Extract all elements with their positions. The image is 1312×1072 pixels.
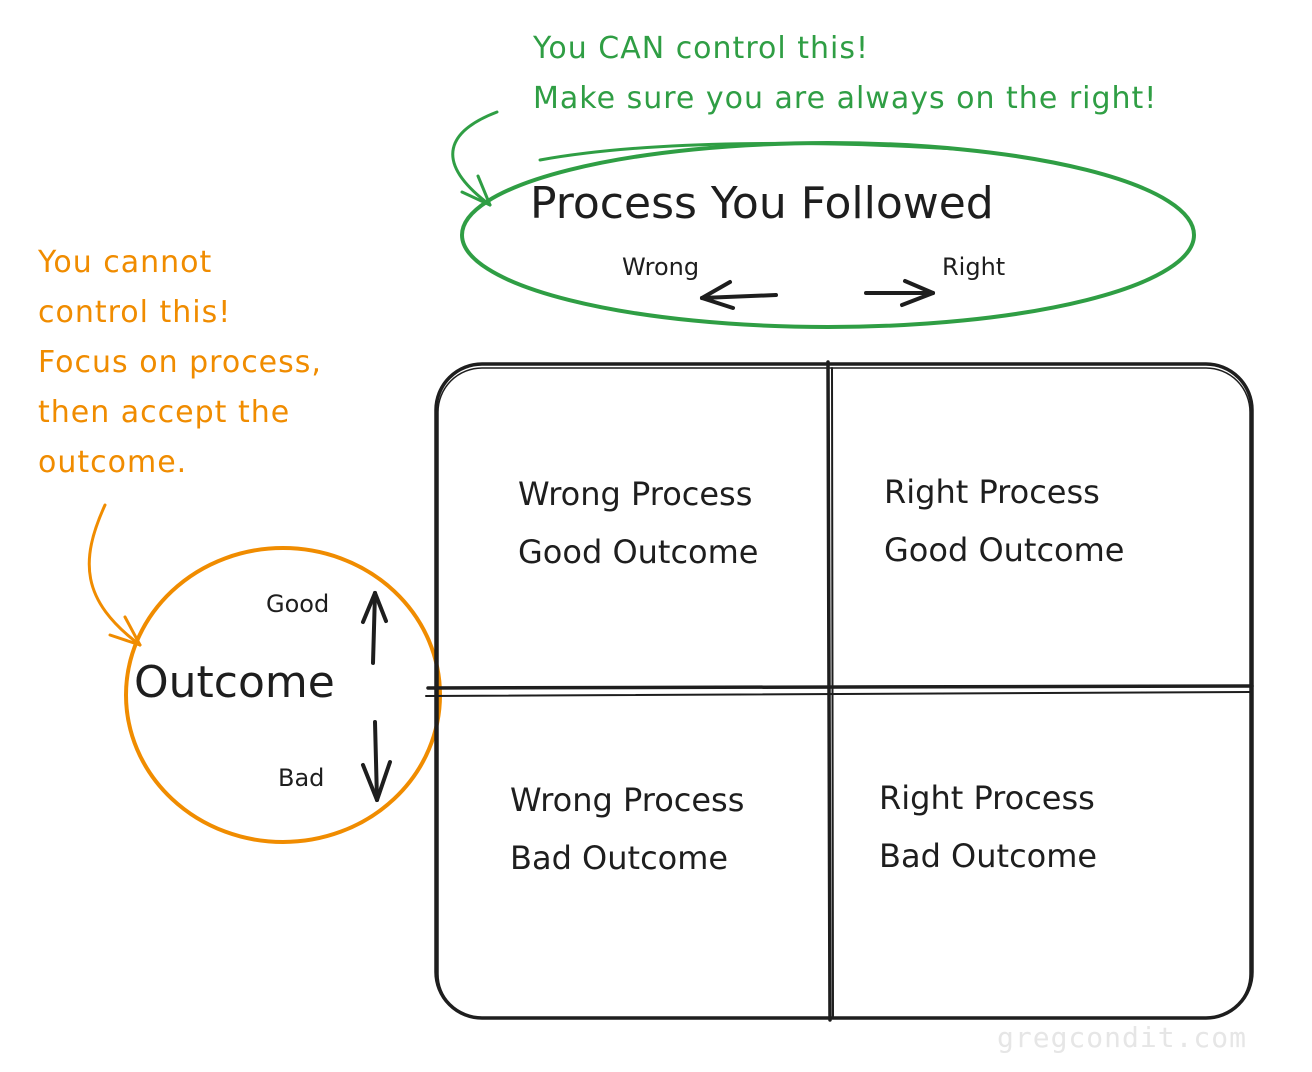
quadrant-line-1: Wrong Process — [510, 781, 745, 819]
quadrant-line-2: Bad Outcome — [510, 839, 729, 877]
quadrant-line-2: Good Outcome — [884, 531, 1125, 569]
arrow-right-icon — [864, 279, 935, 307]
process-title: Process You Followed — [530, 178, 994, 229]
green-note-line-2: Make sure you are always on the right! — [533, 81, 1158, 116]
quadrant-line-1: Right Process — [879, 779, 1095, 817]
quadrant-line-2: Good Outcome — [518, 533, 759, 571]
bad-label: Bad — [278, 764, 325, 792]
orange-note-line-4: then accept the — [38, 395, 291, 430]
orange-note-line-1: You cannot — [38, 245, 213, 280]
green-pointer-arrow — [451, 110, 499, 207]
right-label: Right — [942, 253, 1006, 281]
arrow-down-icon — [361, 720, 392, 802]
quadrant-right-good: Right Process Good Outcome — [884, 476, 1124, 592]
quadrant-wrong-good: Wrong Process Good Outcome — [518, 478, 758, 594]
green-note: You CAN control this! Make sure you are … — [533, 34, 1157, 134]
quadrant-line-2: Bad Outcome — [879, 837, 1098, 875]
good-label: Good — [266, 590, 330, 618]
quadrant-wrong-bad: Wrong Process Bad Outcome — [510, 784, 744, 900]
process-ellipse — [460, 141, 1196, 329]
quadrant-grid — [425, 360, 1254, 1022]
orange-note: You cannot control this! Focus on proces… — [38, 248, 322, 498]
green-note-line-1: You CAN control this! — [533, 31, 869, 66]
watermark: gregcondit.com — [997, 1021, 1248, 1054]
quadrant-right-bad: Right Process Bad Outcome — [879, 782, 1097, 898]
arrow-up-icon — [361, 591, 388, 665]
orange-note-line-2: control this! — [38, 295, 232, 330]
quadrant-line-1: Right Process — [884, 473, 1100, 511]
orange-note-line-3: Focus on process, — [38, 345, 322, 380]
wrong-label: Wrong — [622, 253, 700, 281]
orange-note-line-5: outcome. — [38, 445, 188, 480]
outcome-title: Outcome — [134, 657, 335, 708]
quadrant-line-1: Wrong Process — [518, 475, 753, 513]
orange-pointer-arrow — [87, 503, 142, 647]
arrow-left-icon — [700, 280, 778, 310]
